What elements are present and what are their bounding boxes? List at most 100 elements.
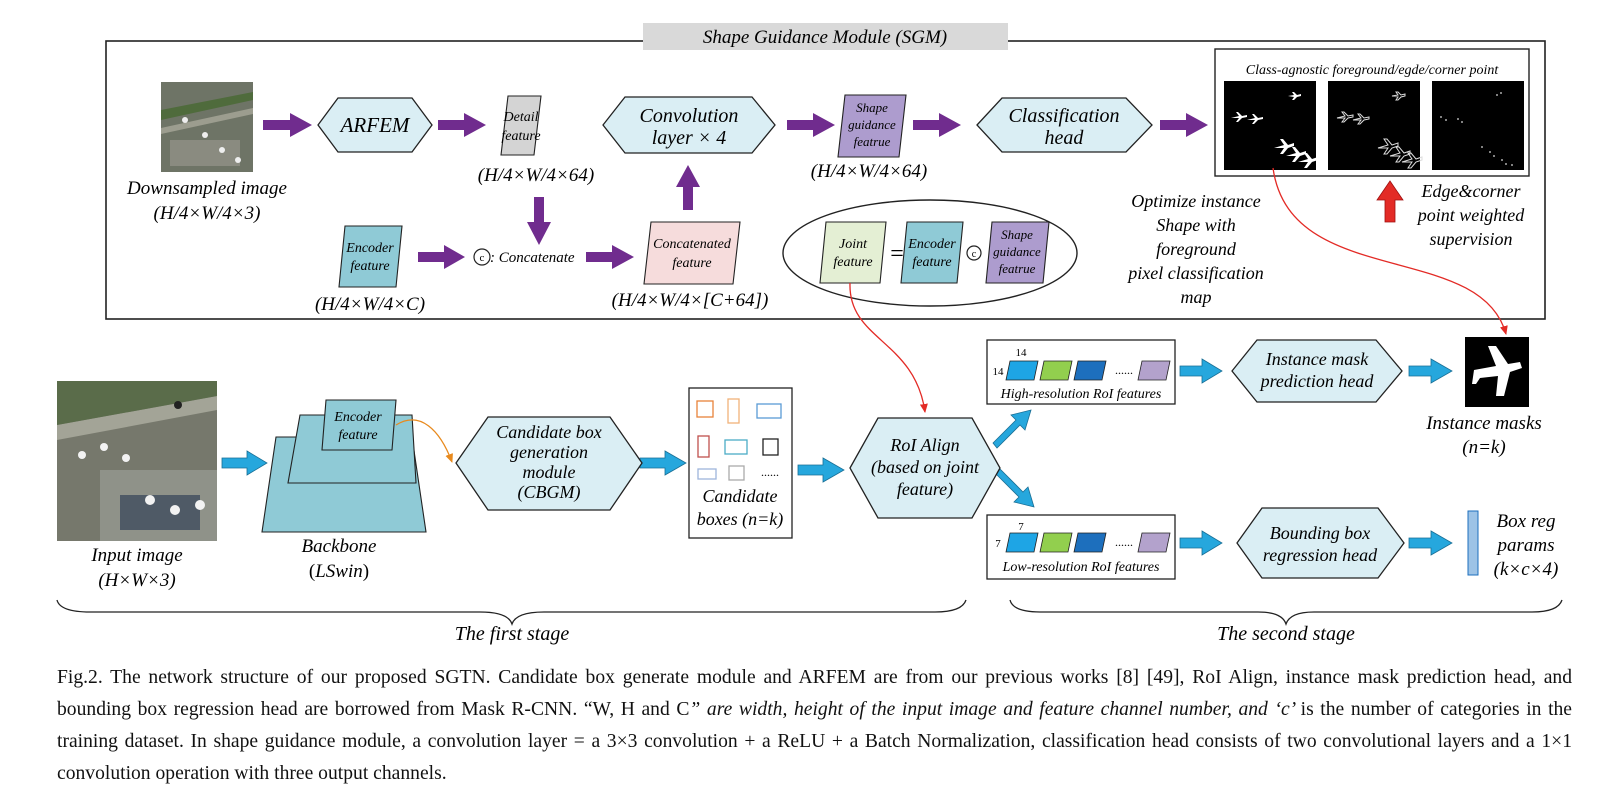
roi-align-hexagon xyxy=(849,417,1001,519)
backbone-name: (LSwin) xyxy=(309,561,369,582)
caption-part-2: ” are width, height of the input image a… xyxy=(689,699,1301,720)
edge-corner-text-3: supervision xyxy=(1430,229,1513,249)
encoder-to-cbgm-connector xyxy=(395,419,453,463)
supervision-arrow xyxy=(1376,180,1404,223)
high-res-feat-3 xyxy=(1073,360,1107,381)
class-agnostic-title: Class-agnostic foreground/egde/corner po… xyxy=(1246,63,1500,78)
optimize-text-4: pixel classification xyxy=(1126,263,1263,283)
low-res-size-top: 7 xyxy=(1018,521,1024,533)
convolution-label-1: Convolution xyxy=(640,105,739,127)
optimize-text-1: Optimize instance xyxy=(1131,191,1260,211)
input-image-thumb xyxy=(57,381,217,541)
low-res-feat-2 xyxy=(1039,532,1073,553)
concatenated-feature-dims: (H/4×W/4×[C+64]) xyxy=(612,290,769,311)
encoder-feature-box xyxy=(338,225,403,288)
high-res-feat-4 xyxy=(1137,360,1171,381)
edge-planes xyxy=(1336,91,1423,169)
low-res-dots: ...... xyxy=(1115,535,1133,549)
purple-arrows xyxy=(263,113,1208,269)
edge-corner-text-1: Edge&corner xyxy=(1421,181,1522,201)
concatenate-symbol: c xyxy=(480,252,485,264)
detail-feature-label-1: Detail xyxy=(503,110,539,125)
shape-guidance-box xyxy=(837,94,907,158)
high-res-label: High-resolution RoI features xyxy=(1000,387,1162,402)
concatenated-feature-label-2: feature xyxy=(672,256,711,271)
mask-head-label-2: prediction head xyxy=(1259,371,1375,391)
joint-shape-box xyxy=(985,221,1050,284)
input-image-dims: (H×W×3) xyxy=(98,570,175,591)
second-stage-label: The second stage xyxy=(1217,623,1355,645)
edge-corner-text-2: point weighted xyxy=(1416,205,1525,225)
bbox-head-label-2: regression head xyxy=(1263,545,1378,565)
mask-head-hexagon xyxy=(1231,339,1403,403)
downsampled-image-thumb xyxy=(161,82,253,172)
joint-encoder-label-2: feature xyxy=(912,255,951,270)
foreground-planes xyxy=(1231,92,1318,168)
detail-feature-label-2: feature xyxy=(501,129,540,144)
concatenate-circle xyxy=(473,248,491,266)
encoder-feature-dims: (H/4×W/4×C) xyxy=(315,294,425,315)
classification-head-label-1: Classification xyxy=(1008,105,1119,127)
bbox-head-label-1: Bounding box xyxy=(1270,523,1371,543)
corner-points xyxy=(1440,92,1513,166)
edge-map xyxy=(1328,81,1420,170)
backbone-encoder-box xyxy=(321,399,397,451)
cbgm-label-2: generation xyxy=(510,442,588,462)
cbgm-label-4: (CBGM) xyxy=(518,482,581,503)
mask-head-label-1: Instance mask xyxy=(1265,349,1369,369)
convolution-hexagon xyxy=(602,96,776,154)
encoder-feature-label-1: Encoder xyxy=(345,241,394,256)
high-res-feat-1 xyxy=(1005,360,1039,381)
sgm-title: Shape Guidance Module (SGM) xyxy=(703,27,947,48)
caption-part-1: Fig.2. The network structure of our prop… xyxy=(57,667,1572,720)
optimize-text-2: Shape with xyxy=(1156,215,1236,235)
candidate-box-glyphs xyxy=(696,398,782,481)
cbgm-hexagon xyxy=(455,416,643,511)
convolution-label-2: layer × 4 xyxy=(652,127,727,149)
blue-arrows xyxy=(221,358,1453,556)
concatenate-label: : Concatenate xyxy=(490,250,575,266)
first-stage-label: The first stage xyxy=(455,623,570,645)
joint-shape-label-3: featrue xyxy=(999,261,1036,276)
joint-feature-box xyxy=(819,221,887,284)
box-reg-bar xyxy=(1467,510,1479,576)
candidate-boxes-panel xyxy=(688,387,793,539)
joint-shape-label-1: Shape xyxy=(1001,227,1033,242)
cbgm-label-3: module xyxy=(523,462,576,482)
caption-part-3: is the number of categories in the train… xyxy=(57,699,1573,784)
instance-masks-count: (n=k) xyxy=(1462,437,1505,458)
roi-align-label-3: feature) xyxy=(897,479,953,500)
optimize-text-5: map xyxy=(1181,287,1212,307)
downsampled-image-dims: (H/4×W/4×3) xyxy=(154,203,261,224)
joint-feature-label-2: feature xyxy=(833,255,872,270)
arfem-label: ARFEM xyxy=(339,113,411,137)
joint-equals: = xyxy=(890,241,904,267)
classification-head-label-2: head xyxy=(1045,127,1085,149)
backbone-encoder-label-1: Encoder xyxy=(333,410,382,425)
instance-masks-label: Instance masks xyxy=(1425,413,1542,434)
box-reg-label-1: Box reg xyxy=(1497,511,1556,532)
joint-concatenate-symbol: c xyxy=(972,249,977,260)
encoder-feature-label-2: feature xyxy=(350,259,389,274)
foreground-map xyxy=(1224,81,1316,170)
optimize-text-3: foreground xyxy=(1156,239,1237,259)
roi-align-label-1: RoI Align xyxy=(889,435,959,455)
joint-shape-label-2: guidance xyxy=(993,244,1041,259)
candidate-dots: ...... xyxy=(761,465,779,479)
high-res-dots: ...... xyxy=(1115,363,1133,377)
concatenated-feature-box xyxy=(643,221,741,285)
cbgm-label-1: Candidate box xyxy=(496,422,602,442)
shape-guidance-label-3: featrue xyxy=(854,134,891,149)
box-reg-label-3: (k×c×4) xyxy=(1494,559,1559,580)
foreground-to-masks-connector xyxy=(1272,167,1508,335)
concatenated-feature-label-1: Concatenated xyxy=(653,237,732,252)
network-diagram: Shape Guidance Module (SGM) Downsampled … xyxy=(56,23,1563,645)
bbox-head-hexagon xyxy=(1236,507,1405,579)
shape-guidance-label-2: guidance xyxy=(848,117,896,132)
candidate-boxes-label-2: boxes (n=k) xyxy=(697,509,784,530)
low-res-size-side: 7 xyxy=(995,538,1001,550)
detail-feature-box xyxy=(500,95,542,156)
low-res-feat-3 xyxy=(1073,532,1107,553)
low-res-feat-4 xyxy=(1137,532,1171,553)
second-stage-brace xyxy=(1009,599,1563,627)
